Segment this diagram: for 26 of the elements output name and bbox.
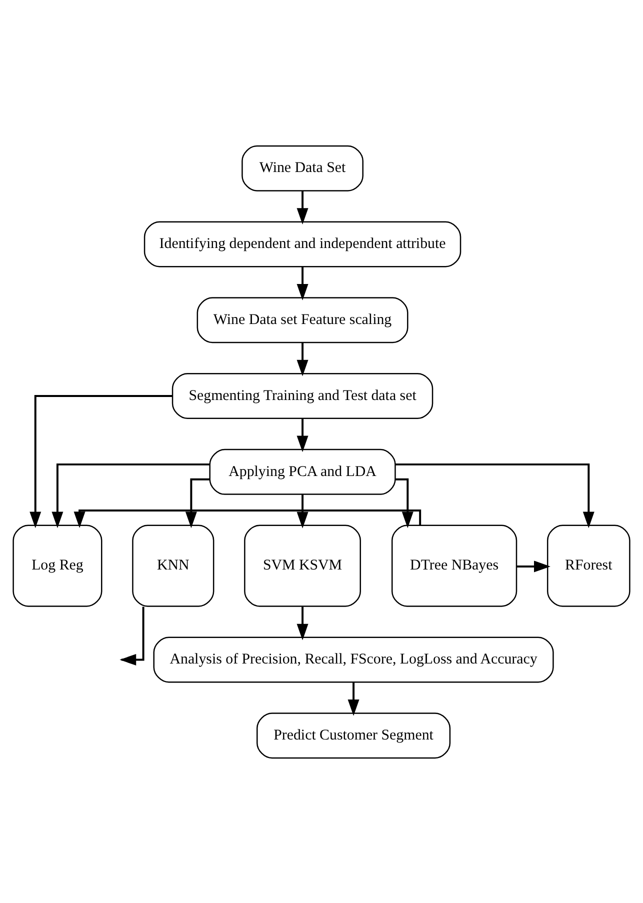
node-box: KNN (132, 524, 214, 606)
arrow (296, 266, 308, 300)
node-box: Predict Customer Segment (256, 712, 451, 758)
arrow (516, 560, 550, 572)
node-box: SVM KSVM (244, 524, 361, 606)
node-box: Log Reg (12, 524, 102, 606)
arrow (395, 462, 594, 528)
arrow (296, 418, 308, 452)
arrow (52, 462, 210, 528)
node-box: RForest (546, 524, 630, 606)
arrow (296, 190, 308, 224)
node-box: Identifying dependent and independent attribute (144, 220, 462, 267)
arrow (296, 342, 308, 376)
node-box: DTree NBayes (391, 524, 518, 606)
node-box: Applying PCA and LDA (209, 448, 396, 494)
arrow (348, 682, 360, 716)
node-box: Wine Data set Feature scaling (196, 296, 408, 343)
arrow (74, 508, 422, 528)
arrow (296, 606, 308, 640)
arrow (396, 478, 414, 528)
arrow (30, 394, 172, 528)
node-box: Segmenting Training and Test data set (172, 372, 434, 419)
arrow (185, 478, 210, 528)
node-box: Analysis of Precision, Recall, FScore, LogLoss and Accuracy (153, 636, 554, 682)
node-box: Wine Data Set (242, 144, 364, 191)
arrow (296, 494, 308, 528)
